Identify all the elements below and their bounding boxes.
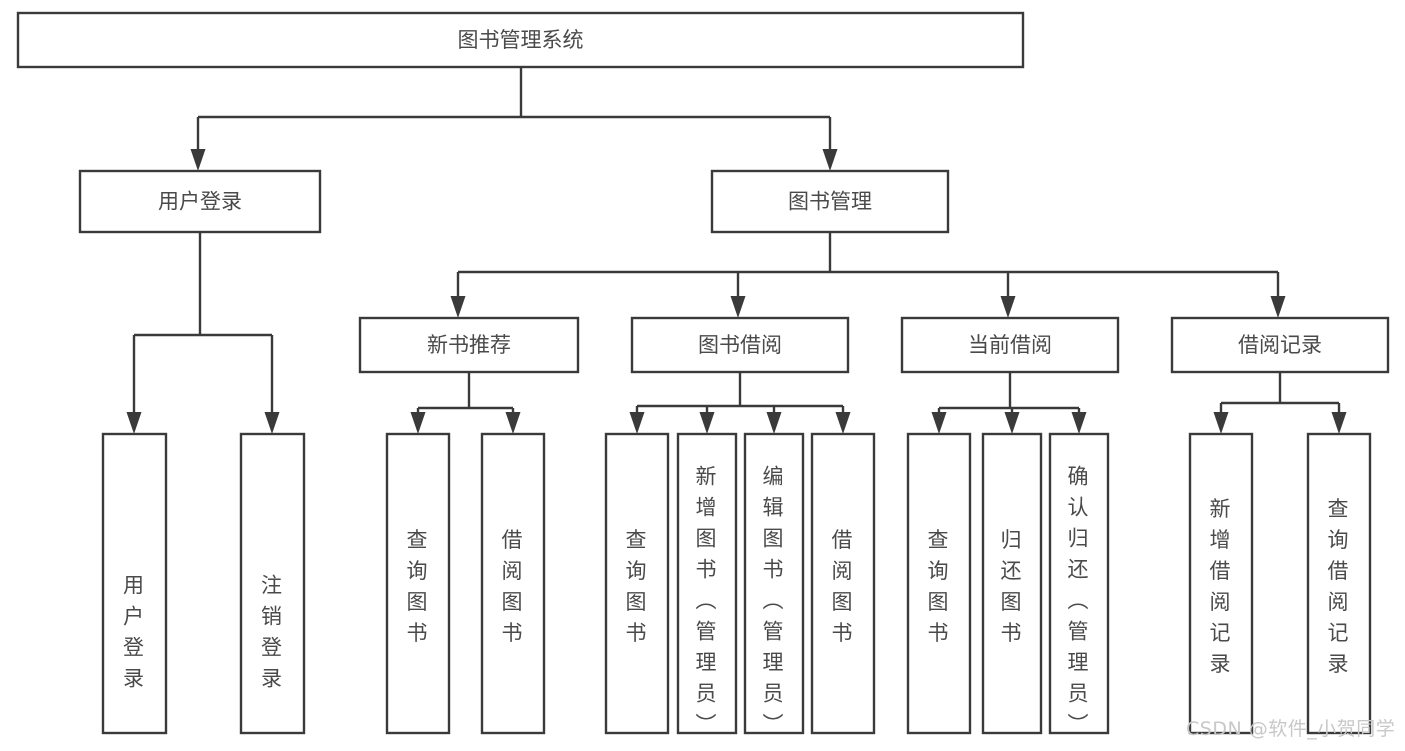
current-borrow-branch-2-head: [1071, 412, 1087, 434]
new-book-recommend-branch-1-head: [505, 412, 521, 434]
node-label-leaf-query-record: 查询借阅记录: [1328, 497, 1351, 676]
borrow-record-branch-0-head: [1213, 412, 1229, 434]
user-login-branch-0-head: [126, 412, 142, 434]
node-label-new-book-recommend: 新书推荐: [427, 333, 511, 357]
node-box-borrow-record[interactable]: [1170, 316, 1390, 374]
user-login-branch-1-head: [264, 412, 280, 434]
node-box-leaf-add-book[interactable]: [676, 432, 738, 735]
current-borrow-branch-0-head: [931, 412, 947, 434]
book-borrow-branch-3-head: [835, 412, 851, 434]
node-box-leaf-query-record[interactable]: [1306, 432, 1372, 735]
node-label-leaf-query-book-3: 查询图书: [928, 528, 951, 645]
csdn-watermark: CSDN @软件_小贺同学: [1186, 718, 1396, 740]
current-borrow-branch-1-head: [1004, 412, 1020, 434]
node-label-leaf-add-book: 新增图书︵管理员︶: [696, 464, 719, 736]
node-box-current-borrow[interactable]: [900, 316, 1120, 374]
node-box-book-borrow[interactable]: [630, 316, 850, 374]
book-manage-branch-2-head: [1000, 296, 1016, 318]
node-box-leaf-query-book-3[interactable]: [906, 432, 972, 735]
node-box-book-manage[interactable]: [710, 169, 950, 234]
node-label-leaf-logout: 注销登录: [261, 573, 284, 690]
node-label-book-borrow: 图书借阅: [698, 333, 782, 357]
node-label-leaf-query-book-1: 查询图书: [407, 528, 430, 645]
new-book-recommend-branch-0-head: [410, 412, 426, 434]
node-box-root[interactable]: [16, 11, 1025, 69]
node-label-leaf-user-login: 用户登录: [123, 573, 146, 690]
node-label-leaf-borrow-book-2: 借阅图书: [832, 528, 855, 645]
book-manage-branch-1-head: [730, 296, 746, 318]
node-label-leaf-query-book-2: 查询图书: [626, 528, 649, 645]
borrow-record-branch-1-head: [1331, 412, 1347, 434]
node-box-leaf-borrow-book-1[interactable]: [480, 432, 546, 735]
root-branch-0-head: [190, 149, 206, 171]
node-box-leaf-edit-book[interactable]: [743, 432, 805, 735]
node-box-new-book-recommend[interactable]: [358, 316, 580, 374]
node-label-leaf-confirm-return: 确认归还︵管理员︶: [1068, 464, 1091, 736]
node-box-leaf-logout[interactable]: [239, 432, 306, 735]
node-box-leaf-borrow-book-2[interactable]: [810, 432, 876, 735]
book-borrow-branch-0-head: [629, 412, 645, 434]
book-borrow-branch-2-head: [766, 412, 782, 434]
node-label-root: 图书管理系统: [458, 28, 584, 52]
node-label-leaf-edit-book: 编辑图书︵管理员︶: [763, 464, 786, 736]
node-box-leaf-return-book[interactable]: [981, 432, 1043, 735]
node-box-user-login[interactable]: [78, 169, 322, 234]
node-label-leaf-add-record: 新增借阅记录: [1210, 497, 1233, 676]
node-box-leaf-query-book-2[interactable]: [604, 432, 670, 735]
node-label-leaf-borrow-book-1: 借阅图书: [502, 528, 525, 645]
book-borrow-branch-1-head: [699, 412, 715, 434]
node-box-leaf-query-book-1[interactable]: [385, 432, 451, 735]
node-box-leaf-confirm-return[interactable]: [1048, 432, 1110, 735]
root-branch-1-head: [822, 149, 838, 171]
book-manage-branch-0-head: [450, 296, 466, 318]
node-label-leaf-return-book: 归还图书: [1001, 528, 1024, 645]
node-box-leaf-add-record[interactable]: [1188, 432, 1254, 735]
node-box-leaf-user-login[interactable]: [101, 432, 168, 735]
node-label-current-borrow: 当前借阅: [968, 333, 1052, 357]
node-label-user-login: 用户登录: [158, 190, 242, 214]
node-label-book-manage: 图书管理: [788, 190, 872, 214]
node-label-borrow-record: 借阅记录: [1238, 333, 1322, 357]
book-manage-branch-3-head: [1270, 296, 1286, 318]
